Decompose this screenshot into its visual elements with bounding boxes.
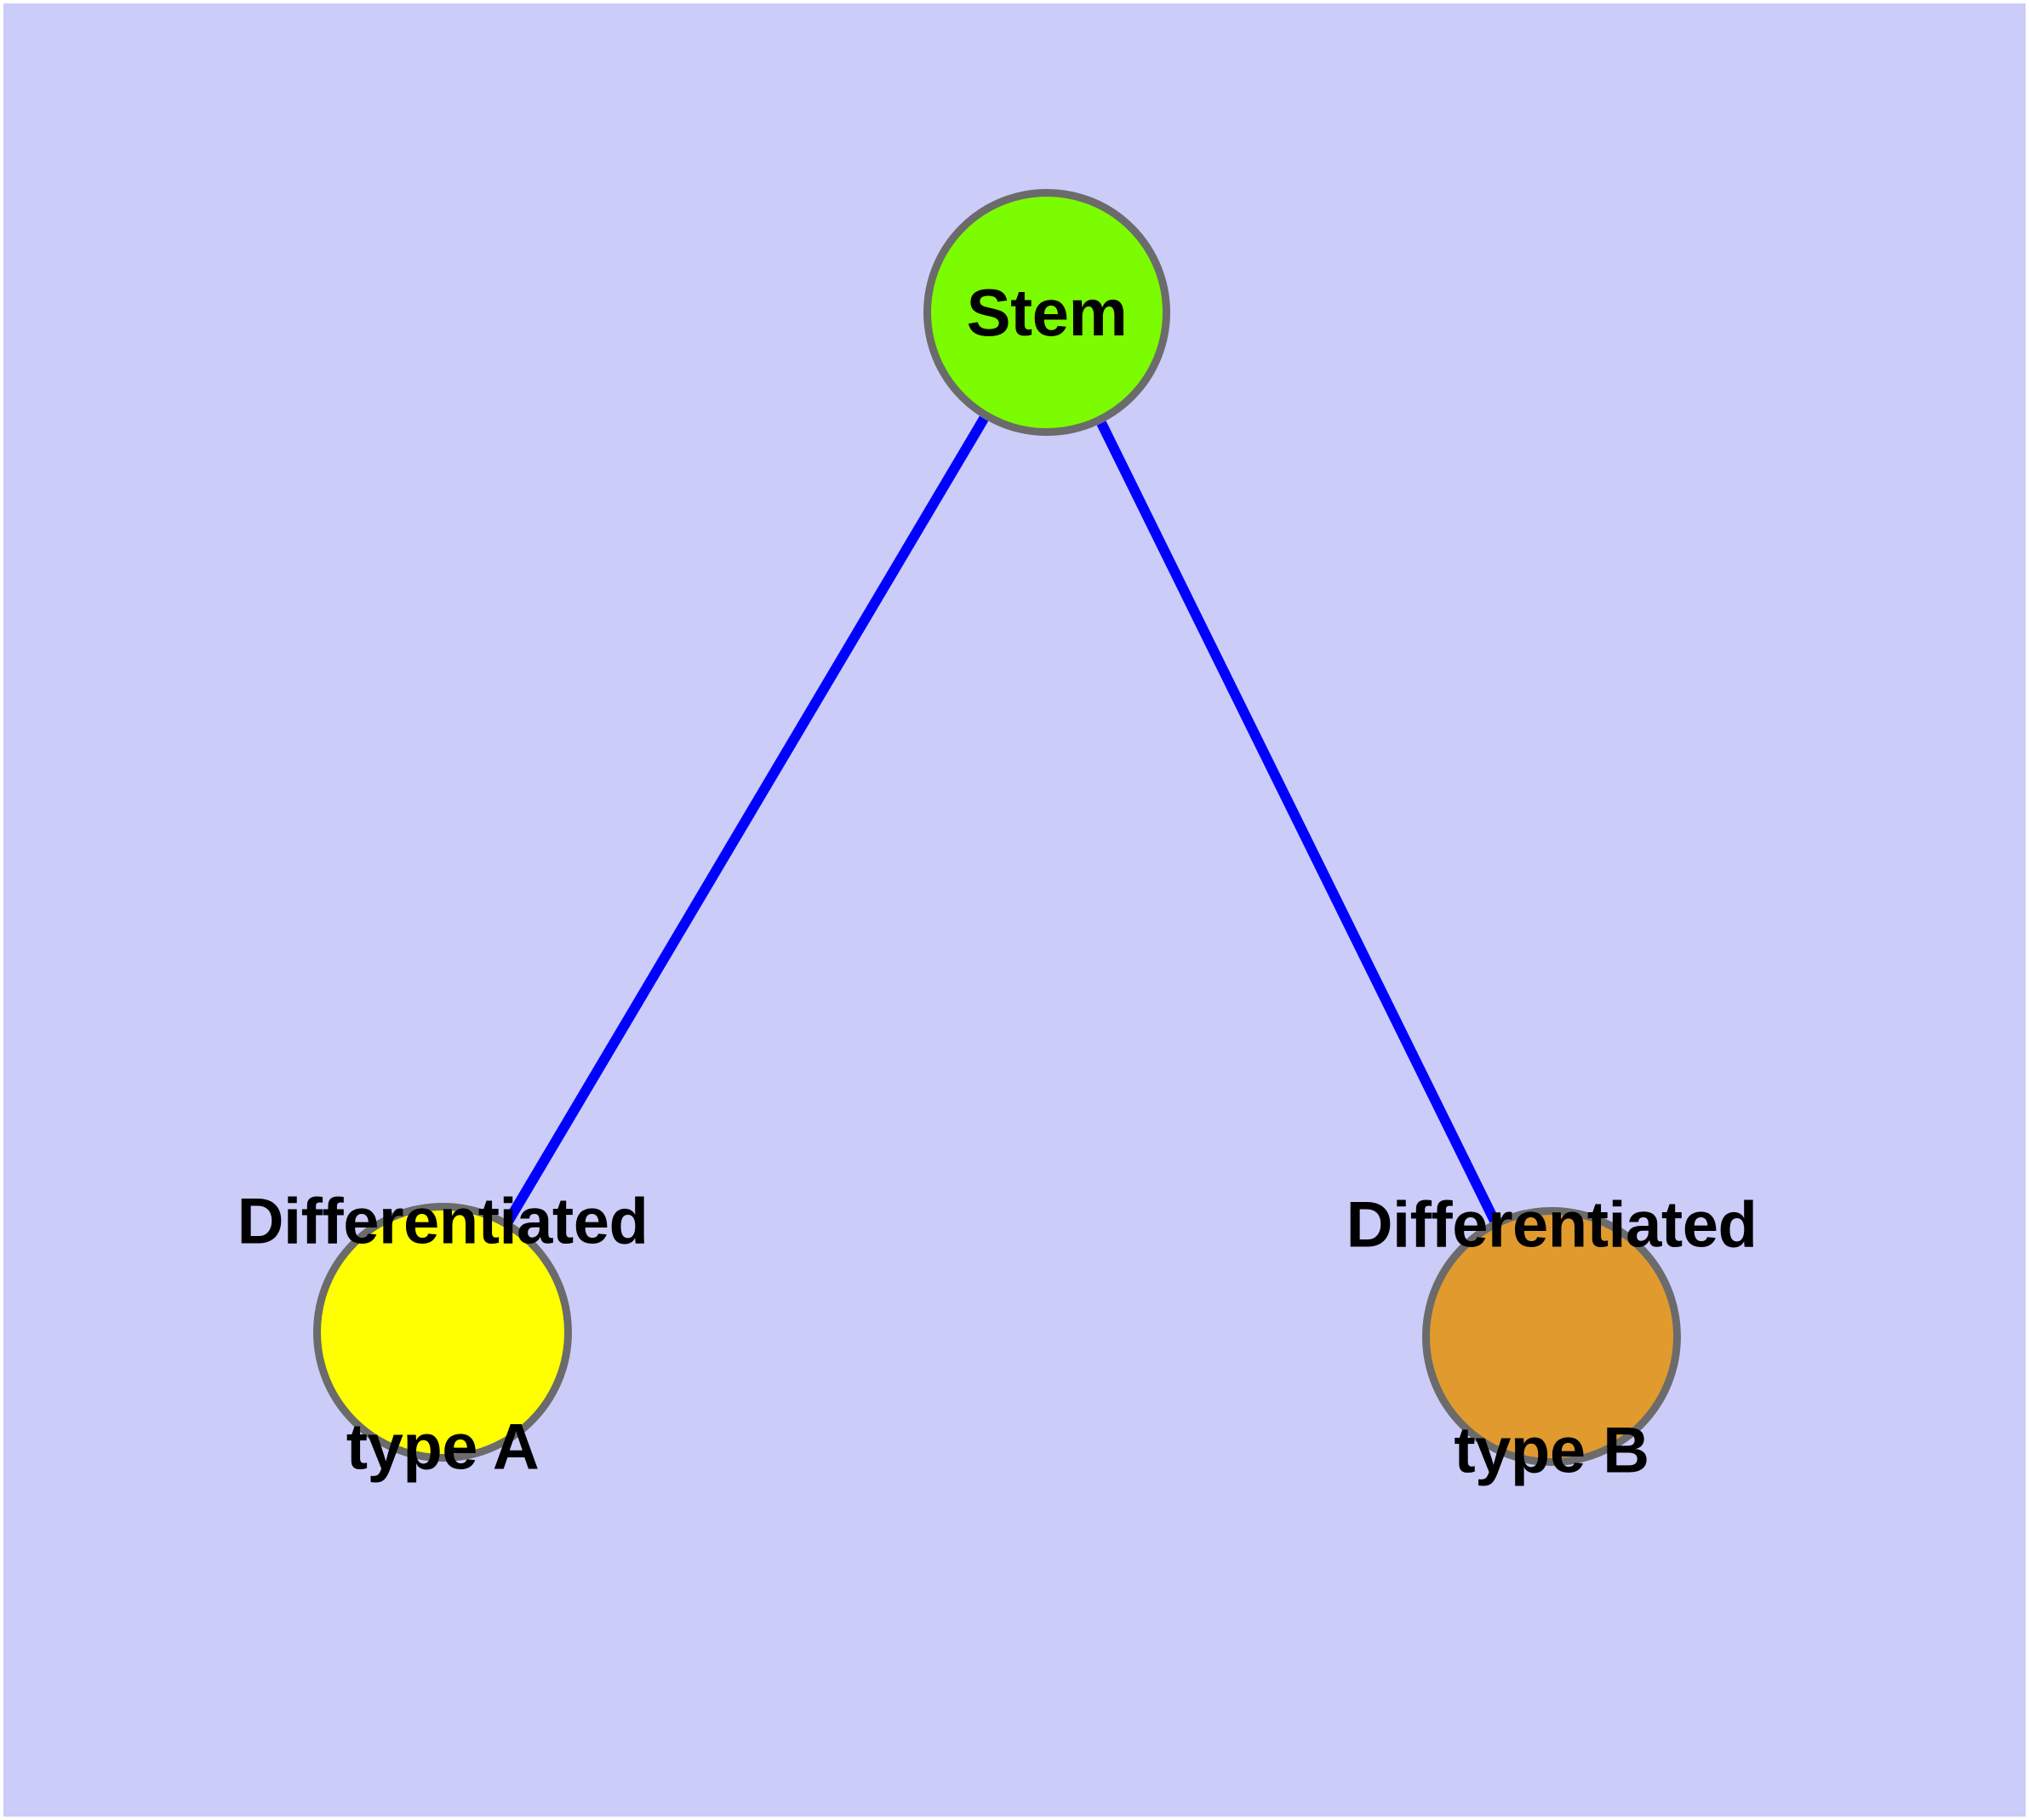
node-stem[interactable]: [923, 189, 1170, 436]
edge-layer: [504, 415, 1500, 1224]
edge-stem-to-differentiated-type-a: [504, 415, 989, 1224]
node-differentiated-type-b[interactable]: [1422, 1207, 1681, 1466]
node-layer: [313, 189, 1681, 1466]
edge-stem-to-differentiated-type-b: [1096, 421, 1500, 1223]
node-differentiated-type-a[interactable]: [313, 1203, 572, 1462]
